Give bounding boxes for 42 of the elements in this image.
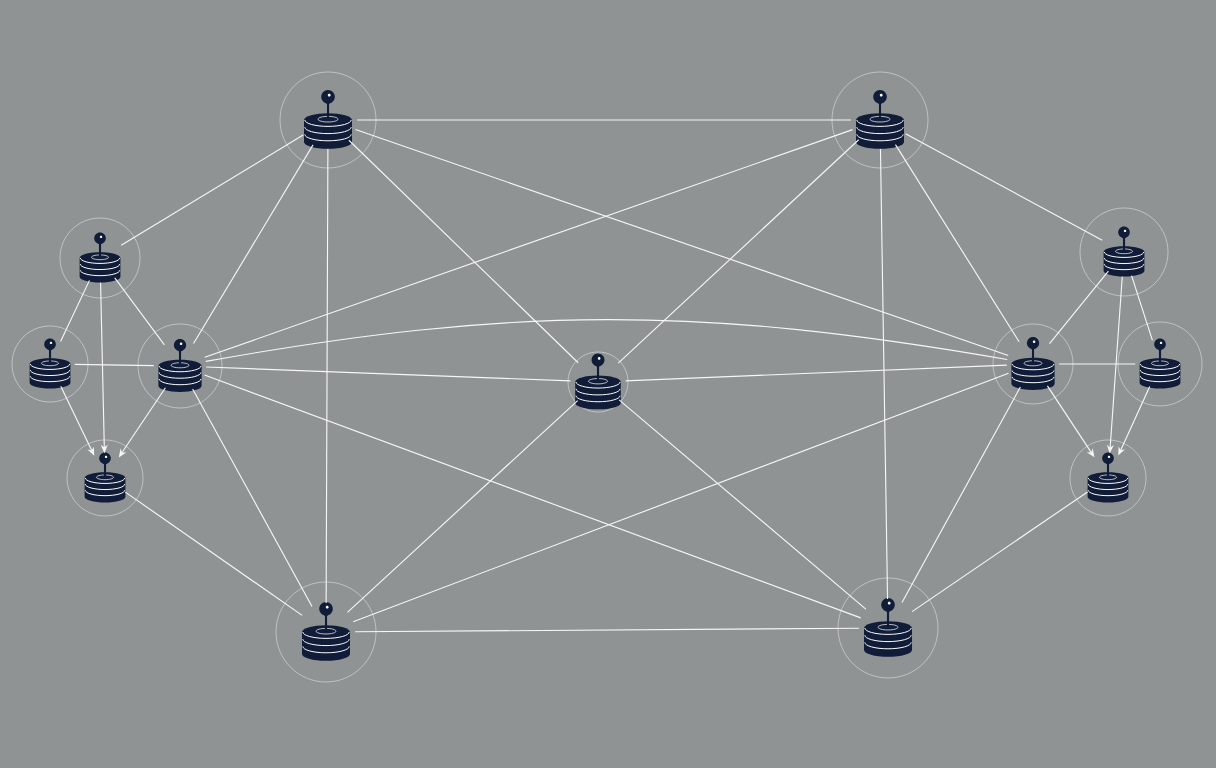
connector-line [120,134,304,246]
connector-line [1058,363,1136,365]
connector-line [205,366,571,382]
database-node [1069,439,1147,517]
connector-line [192,388,313,608]
connector-line [625,364,1008,382]
connector-line [192,144,314,345]
connector-line [114,277,165,346]
connector-line [905,133,1103,241]
connector-line [879,148,889,600]
connector-line [1048,270,1109,345]
connector-line [618,399,867,610]
database-node [275,581,377,683]
database-node [137,323,223,409]
database-node [1079,207,1169,297]
connector-line [354,128,1009,356]
connector-line [901,386,1021,604]
database-node [567,351,629,413]
connector-line [352,372,1010,623]
connector-line [1131,275,1153,341]
connector-line [346,400,579,613]
connector-line [204,129,854,358]
connector-line [205,319,1008,362]
connector-line [74,363,155,367]
connector-line [911,491,1089,613]
database-node [1117,321,1203,407]
database-node [992,323,1074,405]
connector-line [894,144,1020,343]
connector-line [348,139,579,364]
database-node [837,577,939,679]
connector-line [356,119,852,121]
connector-line [124,491,303,616]
database-node [59,217,141,299]
connector-line [617,139,860,364]
connector-line [204,374,862,619]
database-node [279,71,377,169]
database-node [11,325,89,403]
database-node [66,439,144,517]
database-node [831,71,929,169]
connector-line [354,627,860,633]
connector-line [325,148,329,604]
connector-line [60,279,90,343]
